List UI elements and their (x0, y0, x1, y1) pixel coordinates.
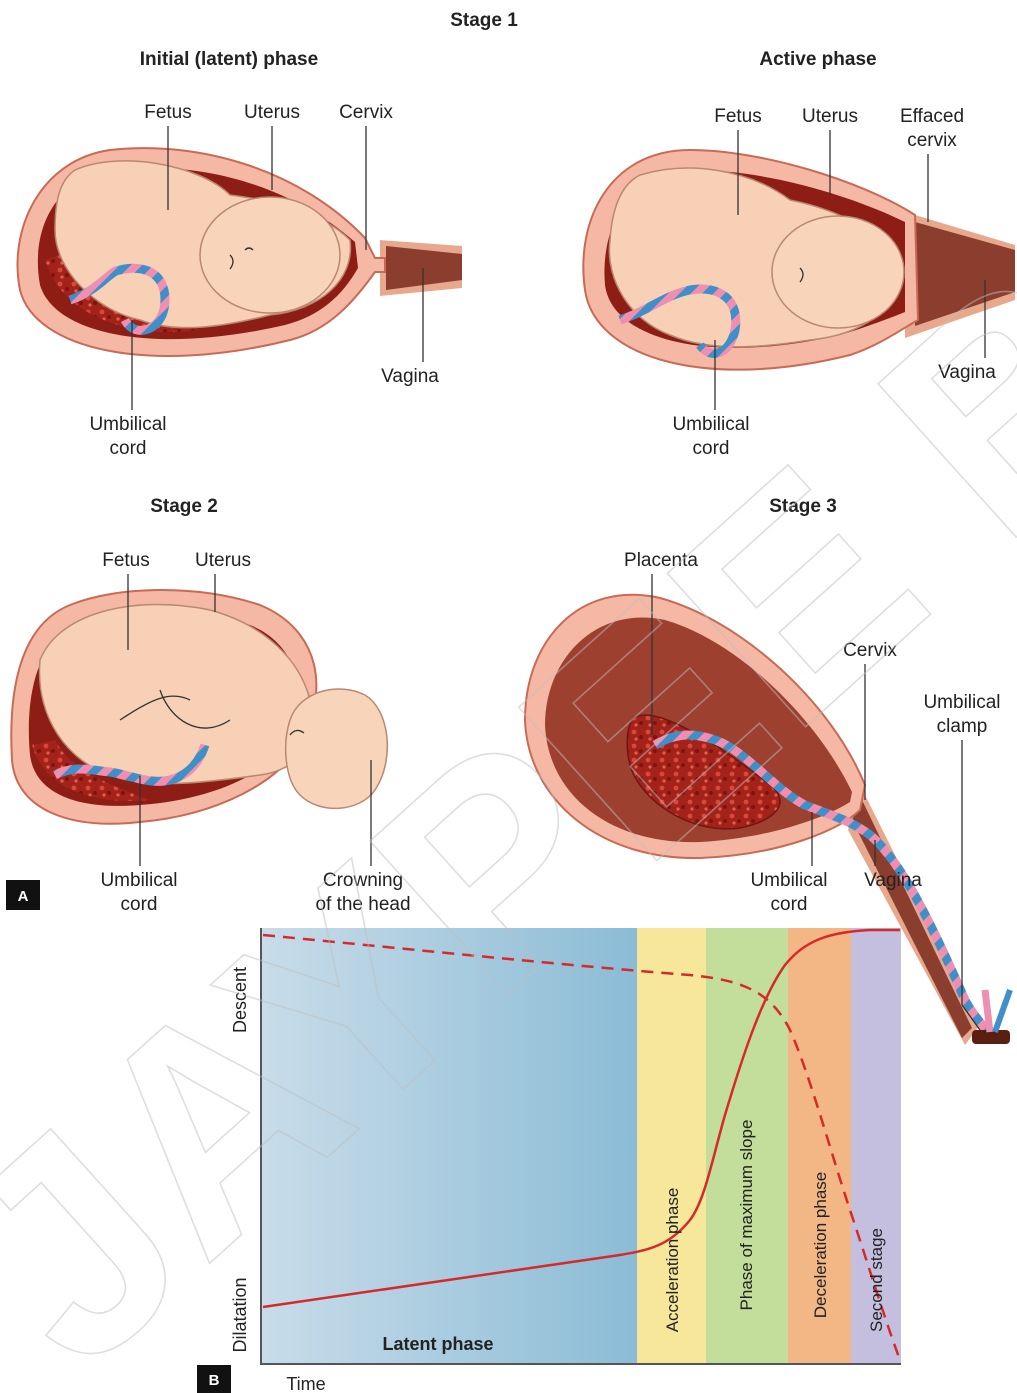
latent-vagina-label: Vagina (381, 366, 439, 387)
panel-a-marker: A (6, 880, 40, 910)
x-axis-label-time: Time (286, 1374, 325, 1393)
latent-phase-title: Initial (latent) phase (140, 49, 318, 70)
stage2-title: Stage 2 (150, 496, 218, 517)
stage2-uterus-label: Uterus (195, 550, 251, 571)
deceleration-phase-label: Deceleration phase (811, 1172, 830, 1318)
stage1-title: Stage 1 (450, 10, 518, 31)
stage2-cord-label-2: cord (121, 894, 158, 915)
active-cervix-label-1: Effaced (900, 106, 964, 127)
latent-fetus-label: Fetus (144, 102, 192, 123)
acceleration-phase-label: Acceleration phase (663, 1188, 682, 1333)
stage1-latent-diagram: Initial (latent) phase Fetus Uterus Cerv… (18, 49, 462, 459)
panel-b-marker: B (197, 1365, 231, 1393)
latent-phase-label: Latent phase (382, 1334, 493, 1354)
latent-cord-label-2: cord (110, 438, 147, 459)
latent-uterus-label: Uterus (244, 102, 300, 123)
stage3-clamp-label-2: clamp (937, 716, 988, 737)
stage3-vagina-label: Vagina (864, 870, 922, 891)
latent-cervix-label: Cervix (339, 102, 393, 123)
stage3-cord-label-1: Umbilical (750, 870, 827, 891)
panel-a-letter: A (18, 888, 29, 905)
latent-cord-label-1: Umbilical (89, 414, 166, 435)
stage2-fetus-label: Fetus (102, 550, 150, 571)
active-uterus-label: Uterus (802, 106, 858, 127)
active-fetus-label: Fetus (714, 106, 762, 127)
stage3-cord-label-2: cord (771, 894, 808, 915)
second-stage-label: Second stage (867, 1228, 886, 1332)
stage2-cord-label-1: Umbilical (100, 870, 177, 891)
active-cervix-label-2: cervix (907, 130, 957, 151)
panel-b-letter: B (209, 1372, 220, 1389)
active-phase-title: Active phase (759, 49, 876, 70)
stage3-umbilical-clamp (972, 1030, 1010, 1044)
max-slope-phase-label: Phase of maximum slope (737, 1120, 756, 1311)
